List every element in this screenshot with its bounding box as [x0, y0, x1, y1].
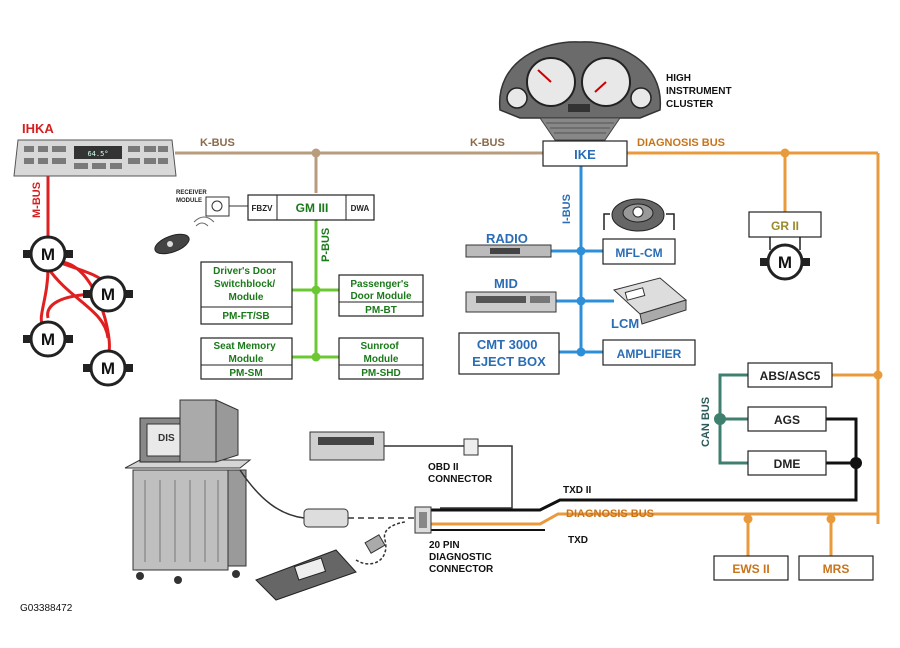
figure-id: G03388472 [20, 603, 73, 614]
abs-label: ABS/ASC5 [760, 369, 821, 383]
txd-label: TXD [568, 535, 588, 546]
mflcm-label: MFL-CM [615, 246, 662, 260]
instrument-cluster-graphic [499, 41, 661, 141]
motor-4-label: M [101, 359, 115, 378]
diagnostic-connector-graphic [414, 506, 432, 534]
drivers-door-label: Driver's Door Switchblock/ Module [213, 266, 279, 303]
p-bus-line [291, 219, 340, 362]
ike-label: IKE [574, 147, 596, 162]
mid-label: MID [494, 276, 518, 291]
p-bus-label: P-BUS [320, 228, 332, 262]
mid-graphic [465, 291, 557, 313]
can-bus-label: CAN BUS [700, 397, 712, 447]
ags-label: AGS [774, 413, 800, 427]
m-bus-label: M-BUS [31, 182, 43, 218]
ihka-label: IHKA [22, 121, 54, 136]
ags-box [747, 406, 827, 432]
cluster-label: HIGH INSTRUMENT CLUSTER [666, 73, 734, 110]
sunroof-label: Sunroof Module [360, 341, 401, 365]
ihka-panel: 64.5° [13, 139, 177, 177]
ews-box [713, 555, 789, 581]
seat-memory-label: Seat Memory Module [213, 341, 278, 365]
amplifier-box [602, 339, 696, 366]
lcm-graphic [612, 277, 688, 325]
i-bus-label: I-BUS [561, 194, 573, 224]
receiver-module-graphic [205, 196, 248, 217]
steering-wheel-graphic [603, 198, 675, 232]
motor-3-label: M [41, 330, 55, 349]
motor-group: M M M M M [23, 235, 810, 387]
radio-graphic [465, 244, 552, 258]
seat-memory-code: PM-SM [229, 368, 262, 379]
mrs-label: MRS [823, 562, 850, 576]
mrs-box [798, 555, 874, 581]
gm3-module [247, 194, 375, 221]
motor-3: M [23, 320, 73, 358]
dme-label: DME [774, 457, 801, 471]
passenger-door-box [338, 274, 424, 317]
dis-label: DIS [158, 433, 175, 444]
obd-connector-label: OBD II CONNECTOR [428, 462, 493, 485]
motor-2-label: M [101, 285, 115, 304]
gr2-box [748, 211, 822, 238]
diagnosis-bus-bottom-label: DIAGNOSIS BUS [566, 508, 654, 520]
cmt-box [458, 332, 560, 375]
obd-tester-graphic [309, 431, 513, 509]
sunroof-code: PM-SHD [361, 368, 400, 379]
handheld-tester-graphic [255, 521, 406, 601]
motor-2: M [83, 275, 133, 313]
motor-1-label: M [41, 245, 55, 264]
passenger-door-label: Passenger's Door Module [350, 279, 412, 302]
drivers-door-box [200, 261, 293, 325]
can-bus-line [714, 373, 748, 465]
dis-workstation-graphic [124, 399, 252, 584]
txd2-label: TXD II [563, 485, 592, 496]
dme-box [747, 450, 827, 476]
gr2-motor-label: M [778, 253, 792, 272]
key-fob-graphic [154, 216, 215, 255]
radio-label: RADIO [486, 231, 528, 246]
dis-cable [239, 469, 420, 528]
ews-label: EWS II [732, 562, 769, 576]
txd-lines [430, 417, 862, 531]
diagnosis-bus-top-label: DIAGNOSIS BUS [637, 137, 725, 149]
ike-box [542, 140, 628, 167]
k-bus-right-label: K-BUS [470, 137, 505, 149]
dwa-label: DWA [351, 204, 370, 213]
k-bus-line [175, 148, 545, 193]
abs-box [747, 362, 833, 388]
motor-1: M [23, 235, 73, 273]
fbzv-label: FBZV [252, 204, 274, 213]
diagnostic-connector-label: 20 PIN DIAGNOSTIC CONNECTOR [429, 540, 495, 575]
lcm-label: LCM [611, 316, 639, 331]
seat-memory-box [200, 337, 293, 380]
drivers-door-code: PM-FT/SB [222, 311, 269, 322]
diagnosis-bus-line [430, 148, 883, 556]
mflcm-box [602, 238, 676, 265]
amplifier-label: AMPLIFIER [617, 347, 682, 361]
receiver-module-label: RECEIVER MODULE [176, 190, 208, 204]
gm3-label: GM III [296, 201, 329, 215]
k-bus-left-label: K-BUS [200, 137, 235, 149]
i-bus-line [551, 165, 614, 357]
gr2-label: GR II [771, 219, 799, 233]
gr2-motor: M [760, 243, 810, 281]
motor-4: M [83, 349, 133, 387]
passenger-door-code: PM-BT [365, 305, 397, 316]
ihka-display-text: 64.5° [87, 150, 108, 158]
sunroof-box [338, 337, 424, 380]
cmt-label: CMT 3000 EJECT BOX [472, 337, 546, 369]
